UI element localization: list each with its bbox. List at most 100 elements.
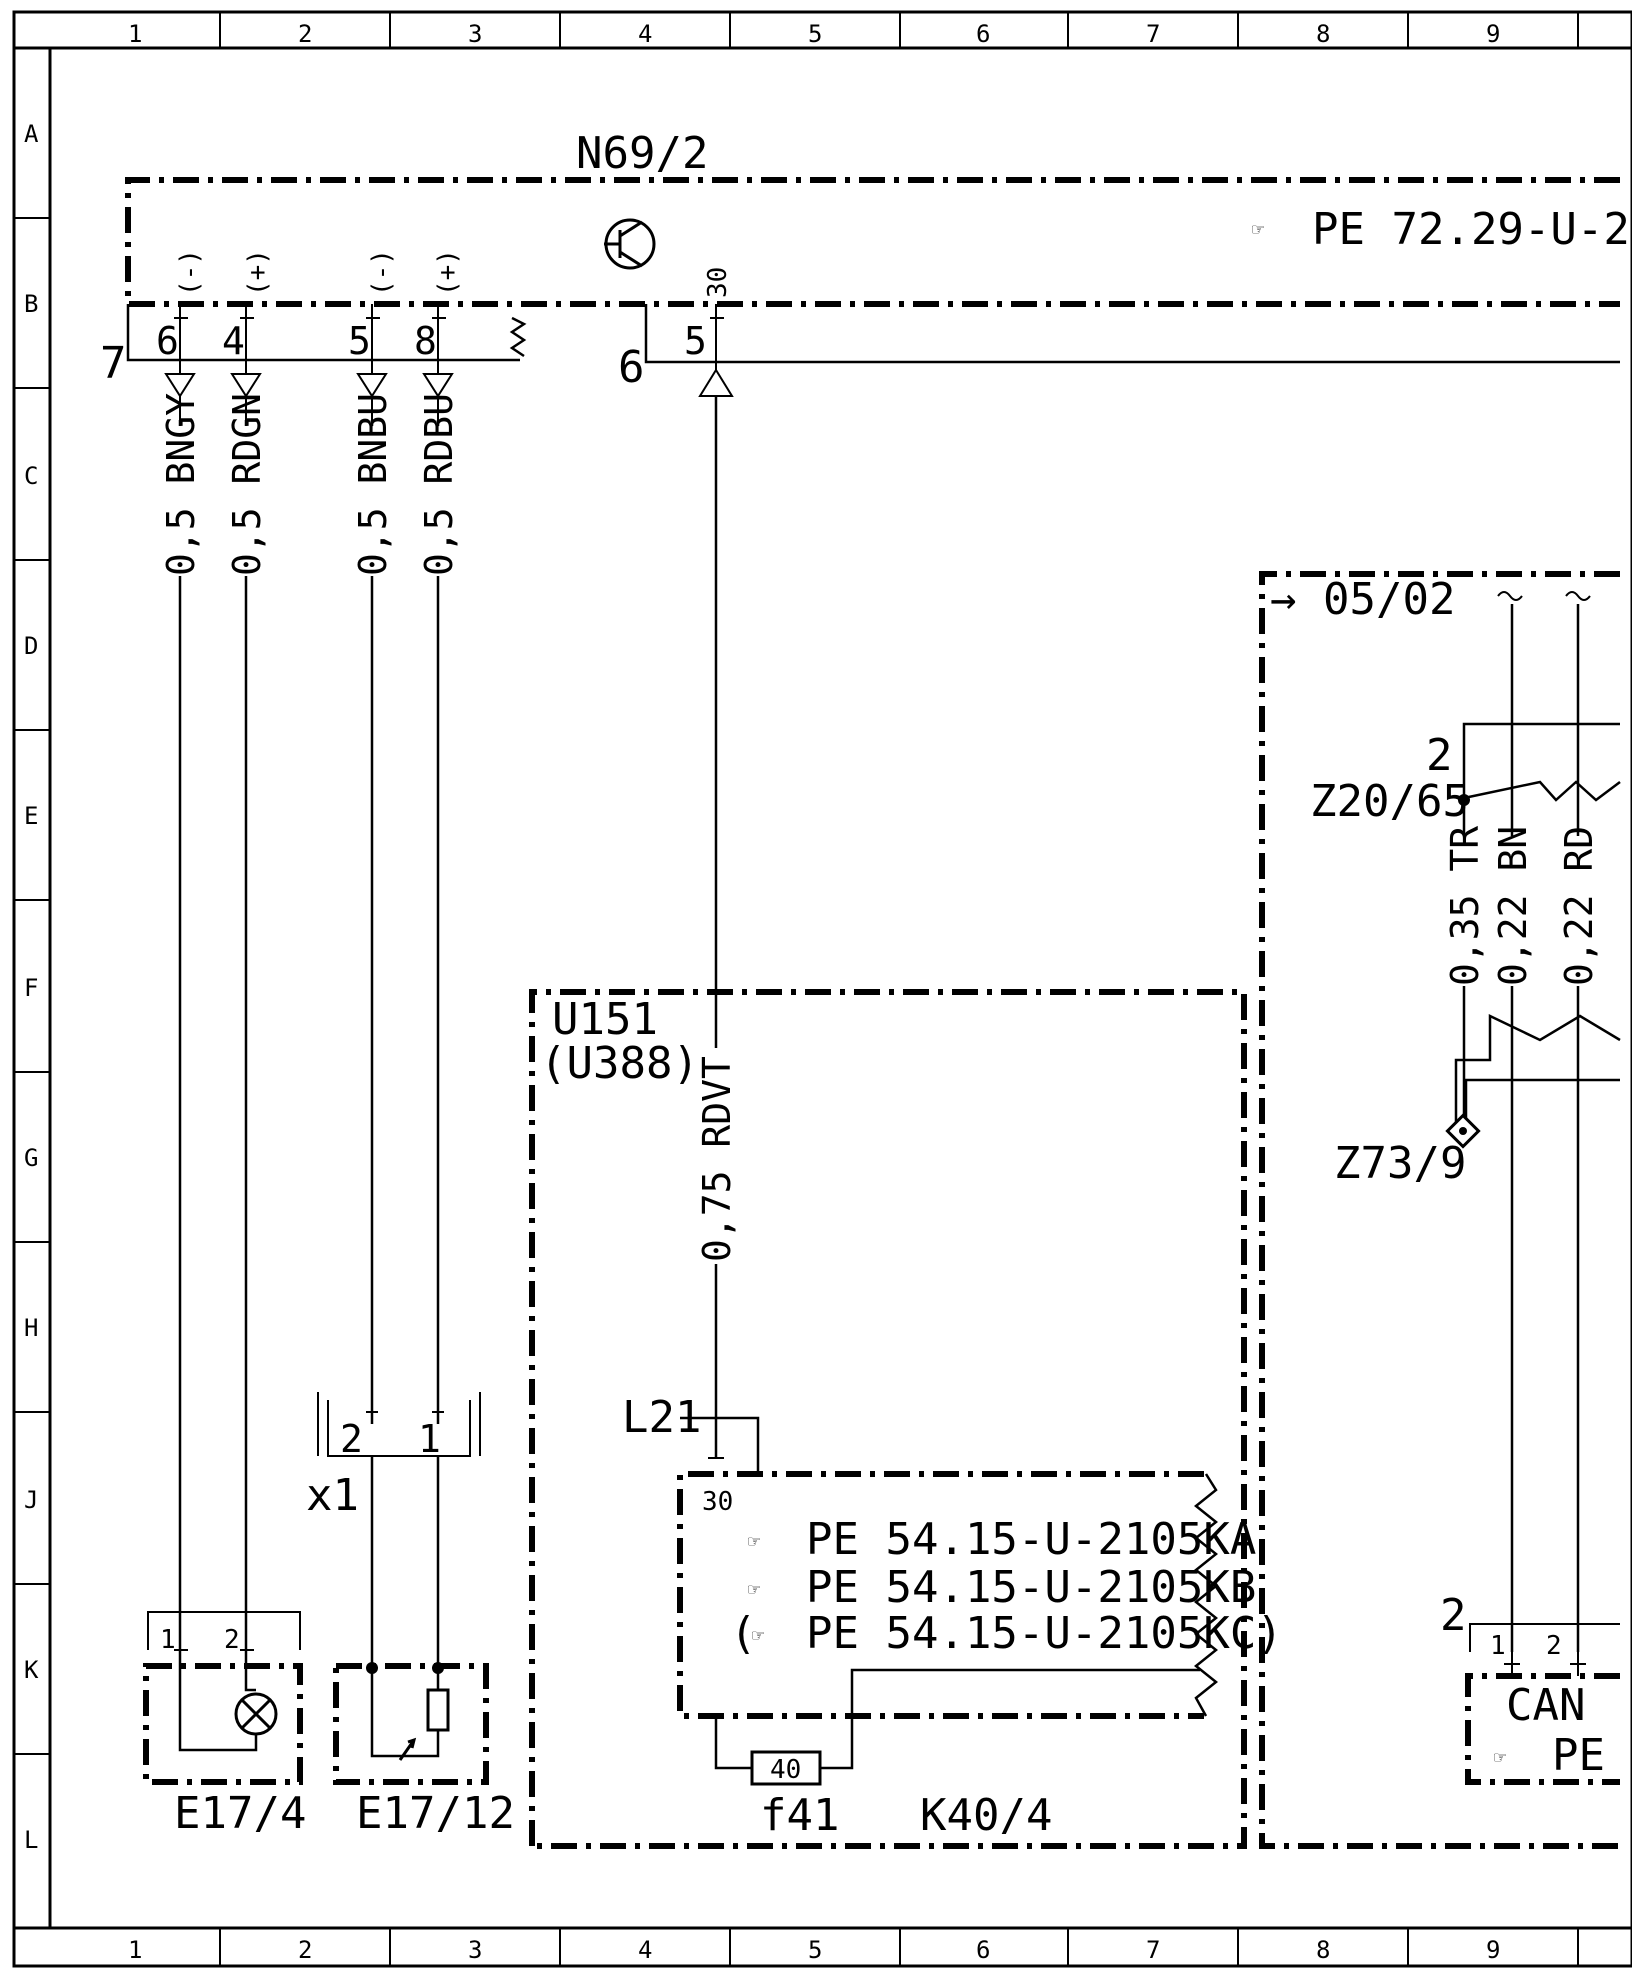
n69-module-id: N69/2	[576, 128, 708, 179]
row-label-e: E	[24, 802, 38, 830]
e17-12-border	[333, 1663, 489, 1785]
row-label-h: H	[24, 1314, 38, 1342]
col-label-4: 4	[638, 20, 652, 48]
wire-break-icons	[1497, 591, 1591, 601]
column-labels-bottom: 1 2 3 4 5 6 7 8 9	[128, 1936, 1500, 1964]
wire-label-bnbu: 0,5 BNBU	[351, 393, 395, 576]
wire-label-rd: 0,22 RD	[1557, 826, 1601, 986]
shield-ground-bar-7	[126, 304, 520, 362]
pin-number: 5	[684, 319, 707, 363]
x1-label: x1	[306, 1470, 359, 1521]
x1-connector	[317, 1392, 481, 1457]
col-label-7: 7	[1146, 20, 1160, 48]
u151-alt-id: (U388)	[540, 1038, 699, 1089]
col-label-3: 3	[468, 20, 482, 48]
can-label: CAN	[1506, 1680, 1585, 1731]
k40-squiggle-edge	[1193, 1473, 1219, 1717]
col-label-8: 8	[1316, 20, 1330, 48]
pin-polarity: (-)	[175, 249, 205, 296]
col-label-2-bottom: 2	[298, 1936, 312, 1964]
n69-pin-6: (-) 6	[156, 249, 205, 363]
n69-pin-8: (+) 8	[414, 249, 463, 363]
row-ticks	[14, 217, 50, 1755]
can-pin-2: 2	[1546, 1631, 1562, 1661]
left-wires	[178, 396, 718, 1624]
wire-label-bn: 0,22 BN	[1491, 826, 1535, 986]
u151-wire-label: 0,75 RDVT	[695, 1056, 739, 1262]
k40-reference-open-paren: (	[730, 1608, 757, 1659]
sub-module-border	[1259, 571, 1620, 1849]
pin-connectors	[174, 304, 724, 330]
can-pin-1: 1	[1490, 1631, 1506, 1661]
ground-label-6: 6	[618, 342, 645, 393]
row-label-j: J	[24, 1486, 38, 1514]
left-wire-labels: 0,5 BNGY 0,5 RDGN 0,5 BNBU 0,5 RDBU	[159, 393, 461, 576]
resistor-squiggle	[509, 316, 527, 358]
x1-to-e17-12-wires	[370, 1456, 440, 1668]
col-label-7-bottom: 7	[1146, 1936, 1160, 1964]
k40-reference-text: PE 54.15-U-2105KA	[806, 1514, 1256, 1565]
row-labels: A B C D E F G H J K L	[24, 120, 39, 1854]
can-pin-ticks	[1504, 1652, 1586, 1676]
pin-terminal: 30	[703, 267, 733, 298]
row-label-c: C	[24, 462, 38, 490]
x1-pin-2: 2	[340, 1417, 363, 1461]
fuse-id: f41	[760, 1790, 839, 1841]
n69-pin-5: (-) 5	[348, 249, 397, 363]
col-label-8-bottom: 8	[1316, 1936, 1330, 1964]
col-label-5-bottom: 5	[808, 1936, 822, 1964]
row-label-a: A	[24, 120, 39, 148]
u151-id: U151	[552, 994, 658, 1045]
fuse-value: 40	[770, 1755, 801, 1785]
col-label-2: 2	[298, 20, 312, 48]
can-reference: ☞ PE	[1494, 1730, 1605, 1781]
pointing-hand-icon: ☞	[1494, 1745, 1506, 1769]
wire-label-rdgn: 0,5 RDGN	[225, 393, 269, 576]
can-module-border	[1465, 1673, 1620, 1785]
pin-number: 5	[348, 319, 371, 363]
wire-label-rdbu: 0,5 RDBU	[417, 393, 461, 576]
right-wire-labels: 0,35 TR 0,22 BN 0,22 RD	[1443, 826, 1601, 986]
col-label-9: 9	[1486, 20, 1500, 48]
col-label-5: 5	[808, 20, 822, 48]
e17-12-label: E17/12	[356, 1788, 515, 1839]
ground-label-7: 7	[100, 338, 127, 389]
col-label-1-bottom: 1	[128, 1936, 142, 1964]
wire-label-tr: 0,35 TR	[1443, 826, 1487, 986]
k40-reference-2: ☞ PE 54.15-U-2105KB	[748, 1562, 1256, 1613]
pin-polarity: (-)	[367, 249, 397, 296]
col-label-1: 1	[128, 20, 142, 48]
pin-polarity: (+)	[433, 249, 463, 296]
row-label-l: L	[24, 1826, 38, 1854]
row-label-k: K	[24, 1656, 39, 1684]
pointing-hand-icon: ☞	[748, 1529, 760, 1553]
col-label-6-bottom: 6	[976, 1936, 990, 1964]
u151-module-border	[529, 989, 1247, 1849]
e17-4-border	[143, 1663, 303, 1785]
pointing-hand-icon: ☞	[752, 1623, 764, 1647]
k40-reference-1: ☞ PE 54.15-U-2105KA	[748, 1514, 1256, 1565]
outer-frame	[12, 10, 1632, 1968]
pin-number: 4	[222, 319, 245, 363]
lamp-icon	[234, 1692, 278, 1736]
variable-resistor-arrow-icon	[398, 1737, 417, 1761]
transistor-icon	[604, 218, 656, 270]
z20-bus	[1462, 722, 1621, 802]
col-label-9-bottom: 9	[1486, 1936, 1500, 1964]
k40-relay-border	[677, 1471, 1204, 1719]
z20-pin: 2	[1426, 730, 1453, 781]
pin-polarity: (+)	[243, 249, 273, 296]
k40-internal-wire	[714, 1668, 1200, 1770]
column-labels-top: 1 2 3 4 5 6 7 8 9	[128, 20, 1500, 48]
k40-pin-30: 30	[702, 1487, 733, 1517]
sub-module-reference: → 05/02	[1270, 574, 1455, 625]
relay-id: K40/4	[920, 1790, 1052, 1841]
l21-label: L21	[622, 1392, 701, 1443]
k40-reference-text: PE 54.15-U-2105KC)	[806, 1608, 1283, 1659]
wire-label-bngy: 0,5 BNGY	[159, 393, 203, 576]
pointing-hand-icon: ☞	[748, 1577, 760, 1601]
n69-pin-4: (+) 4	[222, 249, 273, 363]
n69-pin-30: 30 5	[684, 267, 733, 363]
z73-diamond-icon	[1445, 1113, 1481, 1149]
